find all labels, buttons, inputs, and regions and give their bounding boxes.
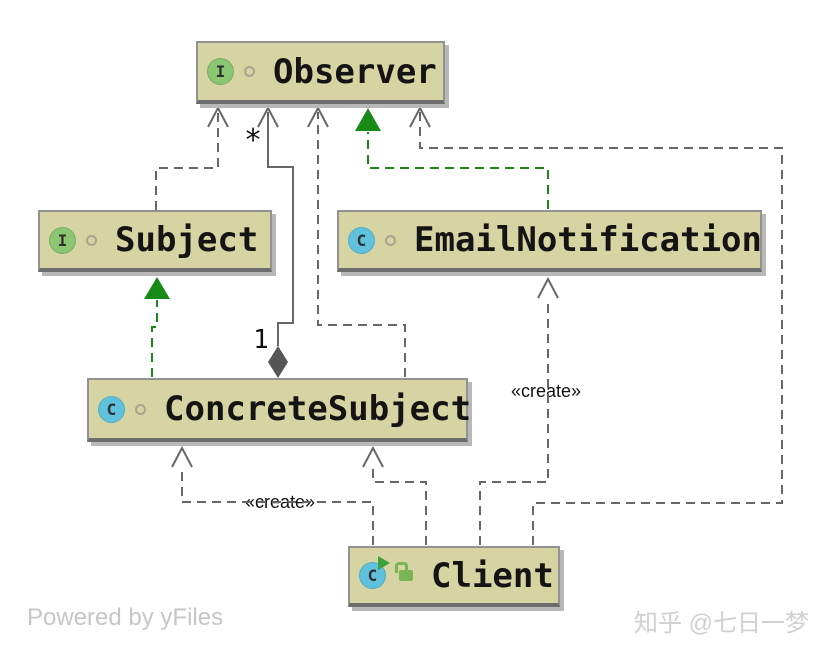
- interface-icon: I: [49, 226, 76, 254]
- runnable-class-icon: C: [359, 556, 413, 589]
- run-arrow-icon: [378, 556, 390, 570]
- edge-subject-realizes-observer[interactable]: [155, 105, 229, 210]
- node-label-subject: Subject: [115, 220, 259, 260]
- node-client[interactable]: C Client: [348, 546, 560, 607]
- label-create-emailnotification: «create»: [510, 381, 582, 401]
- node-concretesubject[interactable]: C ConcreteSubject: [87, 378, 472, 442]
- edge-client-create-concretesubject[interactable]: [171, 445, 374, 545]
- class-icon: C: [348, 226, 375, 254]
- class-icon: C: [98, 395, 125, 423]
- label-multiplicity-one: 1: [253, 325, 269, 355]
- modifier-ring-icon: [244, 66, 255, 77]
- node-label-client: Client: [431, 555, 554, 596]
- edge-concretesubject-implements-subject[interactable]: [144, 277, 170, 377]
- node-emailnotification[interactable]: C EmailNotification: [337, 210, 762, 272]
- modifier-ring-icon: [135, 403, 146, 415]
- node-observer[interactable]: I Observer: [196, 41, 445, 104]
- edge-emailnotification-implements-observer[interactable]: [355, 108, 549, 209]
- modifier-ring-icon: [385, 234, 396, 246]
- edge-client-create-emailnotification[interactable]: [479, 276, 559, 545]
- edge-client-dependency-concretesubject[interactable]: [362, 445, 427, 545]
- modifier-ring-icon: [86, 234, 97, 246]
- node-subject[interactable]: I Subject: [38, 210, 272, 272]
- node-label-concretesubject: ConcreteSubject: [164, 389, 472, 429]
- edge-client-dependency-observer[interactable]: [409, 105, 783, 545]
- label-multiplicity-star: *: [243, 123, 263, 158]
- edge-concretesubject-aggregation-observer[interactable]: [257, 105, 294, 378]
- interface-icon: I: [207, 58, 234, 85]
- yfiles-watermark: Powered by yFiles: [27, 604, 224, 631]
- edge-concretesubject-dependency-observer[interactable]: [307, 105, 406, 377]
- zhihu-credit-watermark: 知乎 @七日一梦: [633, 610, 809, 637]
- node-label-emailnotification: EmailNotification: [414, 220, 762, 260]
- open-lock-icon: [395, 562, 413, 581]
- node-label-observer: Observer: [273, 51, 437, 92]
